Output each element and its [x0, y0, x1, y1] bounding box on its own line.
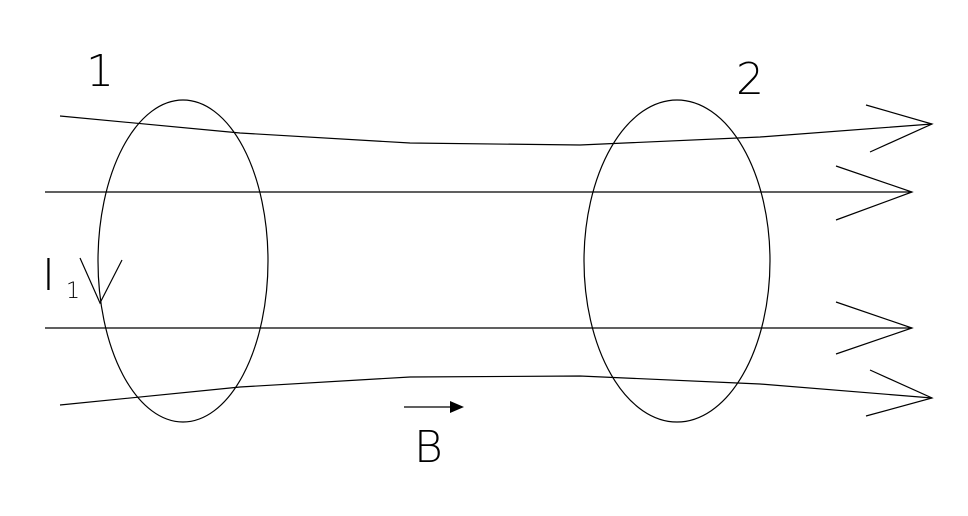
open-arrowhead-icon [835, 165, 914, 221]
loop-1-label: 1 [86, 46, 114, 97]
open-arrowhead-icon [865, 369, 934, 417]
loop-2-label: 2 [736, 54, 764, 105]
field-line-bottom [59, 375, 933, 406]
field-line-top [59, 115, 933, 146]
open-arrowhead-icon [865, 104, 934, 153]
loop-2-ellipse [583, 99, 771, 423]
open-arrowhead-icon [835, 301, 914, 355]
chevron-down-icon [79, 257, 123, 305]
vector-arrow-icon [404, 401, 464, 413]
current-symbol-label: I [42, 250, 55, 301]
current-subscript-label: 1 [66, 279, 80, 304]
field-lines [45, 115, 933, 406]
loop-1-ellipse [97, 99, 269, 423]
field-line-arrowheads [835, 104, 934, 417]
field-symbol-label: B [414, 422, 443, 473]
